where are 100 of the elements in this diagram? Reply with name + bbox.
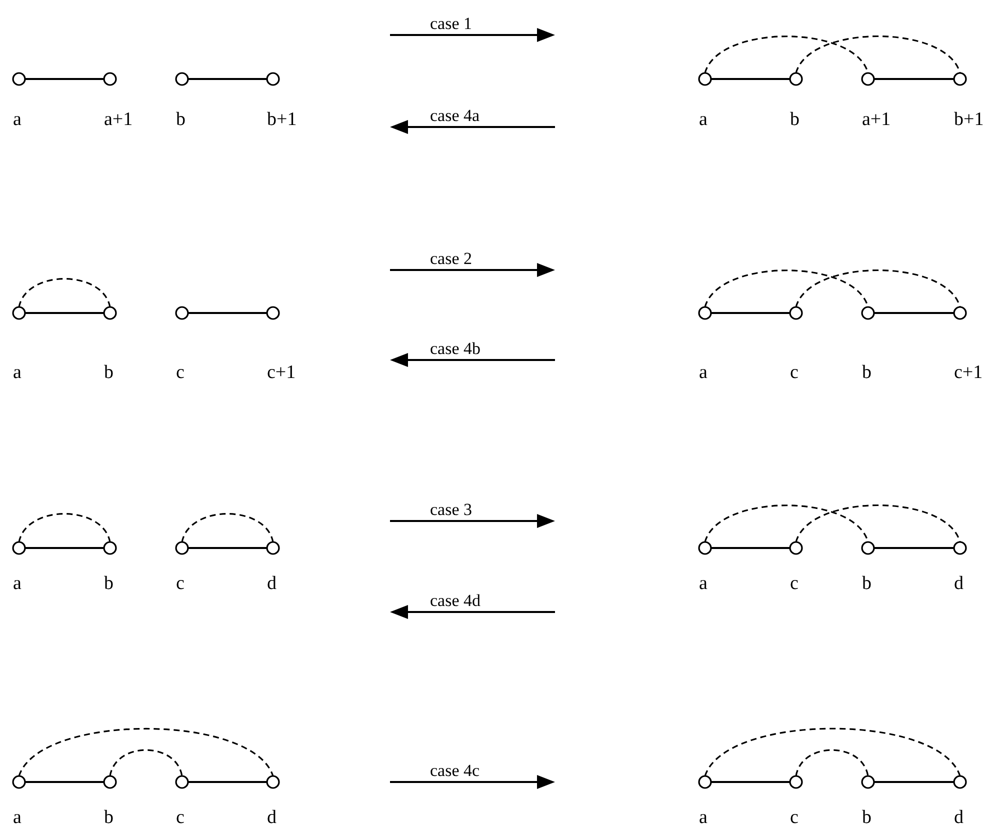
- solid-line: [25, 312, 104, 314]
- vertex-circle: [789, 541, 803, 555]
- vertex-circle: [175, 306, 189, 320]
- vertex-circle: [789, 72, 803, 86]
- vertex-label: c: [790, 808, 798, 828]
- vertex-label: d: [954, 574, 964, 594]
- case-label: case 1: [430, 15, 472, 33]
- vertex-label: d: [954, 808, 964, 828]
- dashed-arc: [704, 36, 869, 74]
- vertex-circle: [953, 775, 967, 789]
- vertex-label: a: [699, 574, 708, 594]
- vertex-label: c: [790, 363, 798, 383]
- vertex-label: b+1: [954, 110, 984, 130]
- vertex-circle: [698, 306, 712, 320]
- vertex-circle: [266, 72, 280, 86]
- vertex-circle: [953, 72, 967, 86]
- solid-line: [874, 781, 954, 783]
- vertex-circle: [861, 775, 875, 789]
- dashed-arc: [18, 278, 111, 308]
- vertex-label: d: [267, 808, 276, 828]
- solid-line: [874, 312, 954, 314]
- vertex-label: c: [176, 574, 184, 594]
- solid-line: [188, 781, 267, 783]
- vertex-label: d: [267, 574, 276, 594]
- vertex-circle: [953, 541, 967, 555]
- solid-line: [874, 547, 954, 549]
- vertex-label: b+1: [267, 110, 297, 130]
- solid-line: [711, 781, 790, 783]
- dashed-arc: [109, 749, 183, 776]
- vertex-circle: [12, 775, 26, 789]
- vertex-circle: [12, 72, 26, 86]
- solid-line: [25, 781, 104, 783]
- dashed-arc: [18, 513, 111, 542]
- vertex-circle: [175, 72, 189, 86]
- vertex-label: b: [862, 574, 872, 594]
- case-label: case 4c: [430, 762, 480, 780]
- vertex-label: c: [176, 808, 184, 828]
- dashed-arc: [704, 270, 869, 308]
- solid-line: [711, 78, 790, 80]
- vertex-label: a+1: [104, 110, 133, 130]
- vertex-circle: [103, 72, 117, 86]
- dashed-arc: [795, 504, 961, 542]
- solid-line: [25, 78, 104, 80]
- vertex-circle: [175, 775, 189, 789]
- case-label: case 4b: [430, 340, 481, 358]
- dashed-arc: [704, 728, 961, 776]
- vertex-circle: [266, 306, 280, 320]
- dashed-arc: [181, 513, 274, 542]
- vertex-circle: [266, 775, 280, 789]
- vertex-circle: [12, 541, 26, 555]
- dashed-arc: [795, 270, 961, 308]
- vertex-label: a: [13, 808, 22, 828]
- dashed-arc: [795, 749, 869, 776]
- vertex-circle: [103, 775, 117, 789]
- vertex-circle: [789, 306, 803, 320]
- case-label: case 4a: [430, 107, 480, 125]
- dashed-arc: [18, 728, 274, 776]
- vertex-label: b: [104, 363, 114, 383]
- dashed-arc: [704, 504, 869, 542]
- solid-line: [25, 547, 104, 549]
- vertex-circle: [698, 72, 712, 86]
- solid-line: [188, 78, 267, 80]
- vertex-label: c: [176, 363, 184, 383]
- vertex-circle: [12, 306, 26, 320]
- vertex-circle: [861, 541, 875, 555]
- case-label: case 4d: [430, 592, 481, 610]
- dashed-arc: [795, 36, 961, 74]
- solid-line: [711, 312, 790, 314]
- vertex-label: b: [176, 110, 186, 130]
- vertex-label: b: [862, 808, 872, 828]
- vertex-label: a: [699, 808, 708, 828]
- vertex-circle: [266, 541, 280, 555]
- vertex-label: a: [13, 110, 22, 130]
- vertex-circle: [861, 72, 875, 86]
- solid-line: [874, 78, 954, 80]
- vertex-label: b: [104, 574, 114, 594]
- vertex-circle: [103, 306, 117, 320]
- vertex-circle: [175, 541, 189, 555]
- vertex-circle: [953, 306, 967, 320]
- vertex-label: a+1: [862, 110, 891, 130]
- vertex-label: b: [790, 110, 800, 130]
- vertex-circle: [103, 541, 117, 555]
- vertex-circle: [789, 775, 803, 789]
- vertex-label: b: [104, 808, 114, 828]
- vertex-label: b: [862, 363, 872, 383]
- vertex-label: c+1: [954, 363, 983, 383]
- case-label: case 2: [430, 250, 472, 268]
- solid-line: [188, 312, 267, 314]
- case-label: case 3: [430, 501, 472, 519]
- solid-line: [711, 547, 790, 549]
- vertex-circle: [698, 541, 712, 555]
- vertex-label: a: [699, 363, 708, 383]
- vertex-circle: [861, 306, 875, 320]
- vertex-label: c+1: [267, 363, 296, 383]
- solid-line: [188, 547, 267, 549]
- vertex-circle: [698, 775, 712, 789]
- vertex-label: a: [13, 574, 22, 594]
- vertex-label: c: [790, 574, 798, 594]
- vertex-label: a: [13, 363, 22, 383]
- vertex-label: a: [699, 110, 708, 130]
